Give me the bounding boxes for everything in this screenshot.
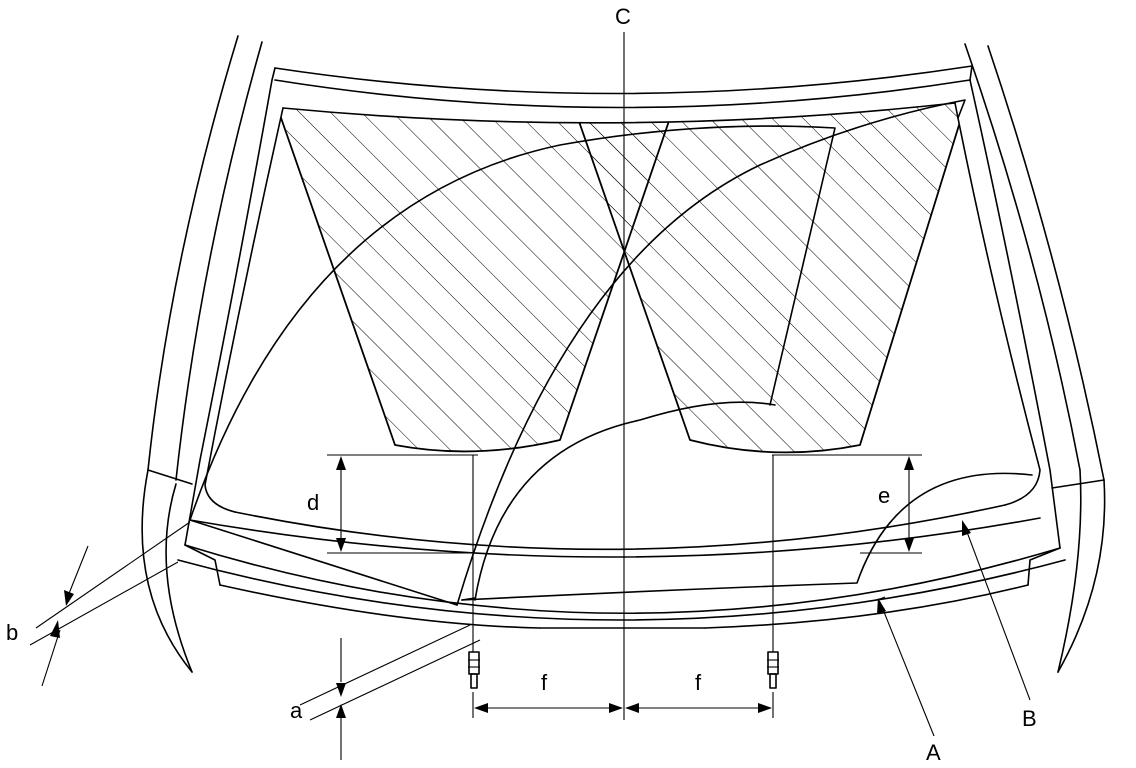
label-c: C xyxy=(615,4,631,29)
dimension-a xyxy=(299,624,481,760)
label-d: d xyxy=(307,490,319,515)
cowl-lines xyxy=(177,544,1066,629)
leader-B xyxy=(962,520,1031,701)
dimension-b xyxy=(29,521,191,687)
windshield-frame xyxy=(184,65,1061,558)
label-b: b xyxy=(6,620,18,645)
label-B: B xyxy=(1022,706,1037,731)
dimension-e xyxy=(772,454,922,554)
dimension-f xyxy=(472,692,774,718)
label-e: e xyxy=(878,483,890,508)
wiper-pivot-left xyxy=(468,455,480,689)
dimension-d xyxy=(327,454,478,554)
left-pillar xyxy=(141,35,263,673)
label-A: A xyxy=(926,740,941,765)
wiper-sweep xyxy=(189,99,1033,606)
label-f-left: f xyxy=(541,670,548,695)
right-pillar xyxy=(964,43,1106,673)
label-f-right: f xyxy=(695,670,702,695)
label-a: a xyxy=(290,698,303,723)
wiper-pivot-right xyxy=(767,455,779,689)
leader-A xyxy=(877,598,935,737)
